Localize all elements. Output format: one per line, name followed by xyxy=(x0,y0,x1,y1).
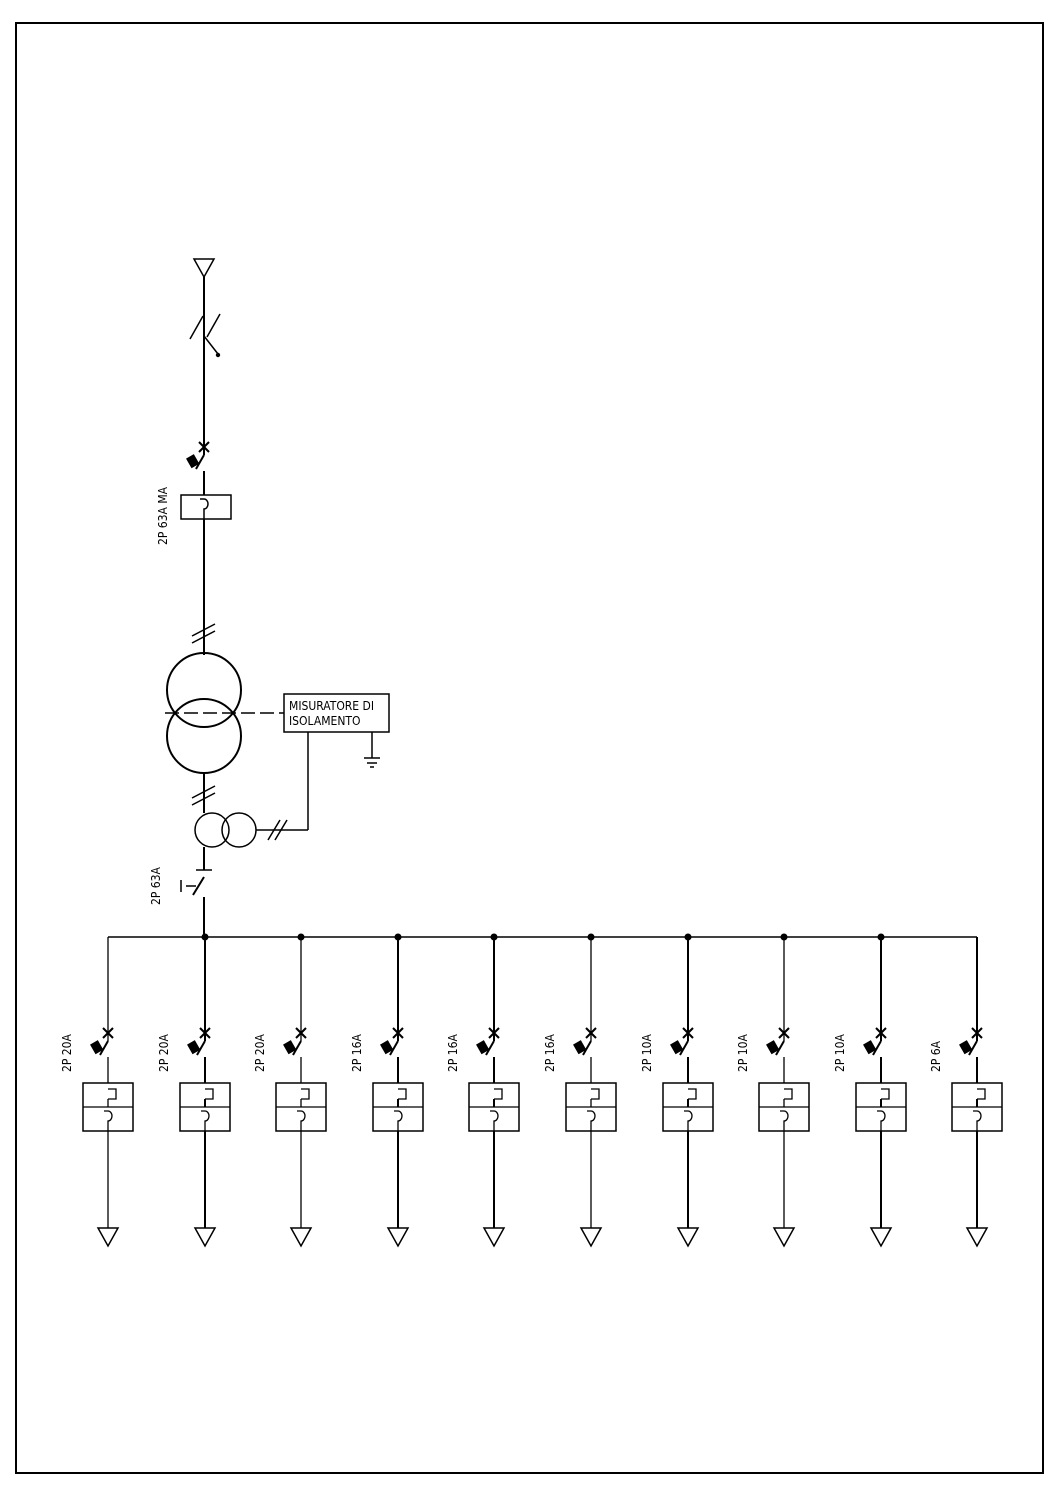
branch-breaker-icon xyxy=(670,1027,694,1083)
rcd-trip-unit-icon xyxy=(951,1082,1003,1132)
rcd-trip-unit-icon xyxy=(275,1082,327,1132)
circuit-10: 2P 6A xyxy=(929,937,1003,1248)
rcd-trip-unit-icon xyxy=(82,1082,134,1132)
branch-breaker-icon xyxy=(380,1027,404,1083)
circuit-rating-label: 2P 10A xyxy=(736,1033,750,1072)
rcd-trip-unit-icon xyxy=(758,1082,810,1132)
load-terminal-icon xyxy=(386,1227,410,1248)
load-terminal-icon xyxy=(96,1227,120,1248)
circuit-5: 2P 16A xyxy=(446,933,520,1248)
load-terminal-icon xyxy=(482,1227,506,1248)
load-terminal-icon xyxy=(965,1227,989,1248)
rcd-trip-unit-icon xyxy=(468,1082,520,1132)
double-slash-icon xyxy=(191,623,216,644)
load-terminal-icon xyxy=(579,1227,603,1248)
circuit-7: 2P 10A xyxy=(640,933,714,1248)
rcd-trip-unit-icon xyxy=(565,1082,617,1132)
circuit-3: 2P 20A xyxy=(253,933,327,1248)
branch-breaker-icon xyxy=(476,1027,500,1083)
circuit-rating-label: 2P 16A xyxy=(543,1033,557,1072)
branch-breaker-icon xyxy=(90,1027,114,1083)
branch-breaker-icon xyxy=(573,1027,597,1083)
main-switch-icon xyxy=(180,869,212,937)
rcd-trip-unit-icon xyxy=(855,1082,907,1132)
ground-icon xyxy=(364,732,380,768)
branch-breaker-icon xyxy=(959,1027,983,1083)
insulation-monitor-box xyxy=(283,693,390,733)
load-terminal-icon xyxy=(289,1227,313,1248)
rcd-trip-unit-icon xyxy=(179,1082,231,1132)
branch-breaker-icon xyxy=(863,1027,887,1083)
rcd-trip-unit-icon xyxy=(662,1082,714,1132)
rcd-trip-unit-icon xyxy=(372,1082,424,1132)
load-terminal-icon xyxy=(869,1227,893,1248)
circuit-rating-label: 2P 16A xyxy=(350,1033,364,1072)
circuit-4: 2P 16A xyxy=(350,933,424,1248)
circuits-group: 2P 20A 2P 20A 2P 20A 2P 16A 2P 16A 2P 16A 2P 1… xyxy=(60,933,1003,1248)
main-breaker-trip-unit-icon xyxy=(180,494,232,520)
branch-breaker-icon xyxy=(187,1027,211,1083)
supply-terminal-icon xyxy=(192,258,216,279)
circuit-9: 2P 10A xyxy=(833,933,907,1248)
circuit-rating-label: 2P 20A xyxy=(157,1033,171,1072)
insulation-monitor-label-line1: MISURATORE DI xyxy=(289,699,374,713)
load-terminal-icon xyxy=(772,1227,796,1248)
circuit-1: 2P 20A xyxy=(60,937,134,1248)
current-transformer-icon xyxy=(194,812,257,848)
drawing-frame xyxy=(15,22,1044,1474)
branch-breaker-icon xyxy=(766,1027,790,1083)
circuit-rating-label: 2P 10A xyxy=(640,1033,654,1072)
circuit-rating-label: 2P 20A xyxy=(60,1033,74,1072)
load-terminal-icon xyxy=(193,1227,217,1248)
circuit-rating-label: 2P 6A xyxy=(929,1040,943,1072)
monitor-wiring xyxy=(256,732,309,841)
isolation-transformer-icon xyxy=(165,652,284,774)
main-breaker-icon xyxy=(186,441,210,495)
insulation-monitor-label-line2: ISOLAMENTO xyxy=(289,714,361,728)
main-switch-label: 2P 63A xyxy=(149,866,163,905)
branch-breaker-icon xyxy=(283,1027,307,1083)
circuit-2: 2P 20A xyxy=(157,933,231,1248)
circuit-rating-label: 2P 20A xyxy=(253,1033,267,1072)
main-breaker-label: 2P 63A MA xyxy=(156,486,170,545)
load-terminal-icon xyxy=(676,1227,700,1248)
conductor-count-marks-icon xyxy=(189,313,221,358)
circuit-6: 2P 16A xyxy=(543,933,617,1248)
circuit-rating-label: 2P 16A xyxy=(446,1033,460,1072)
circuit-rating-label: 2P 10A xyxy=(833,1033,847,1072)
double-slash-icon-2 xyxy=(191,785,216,806)
circuit-8: 2P 10A xyxy=(736,933,810,1248)
